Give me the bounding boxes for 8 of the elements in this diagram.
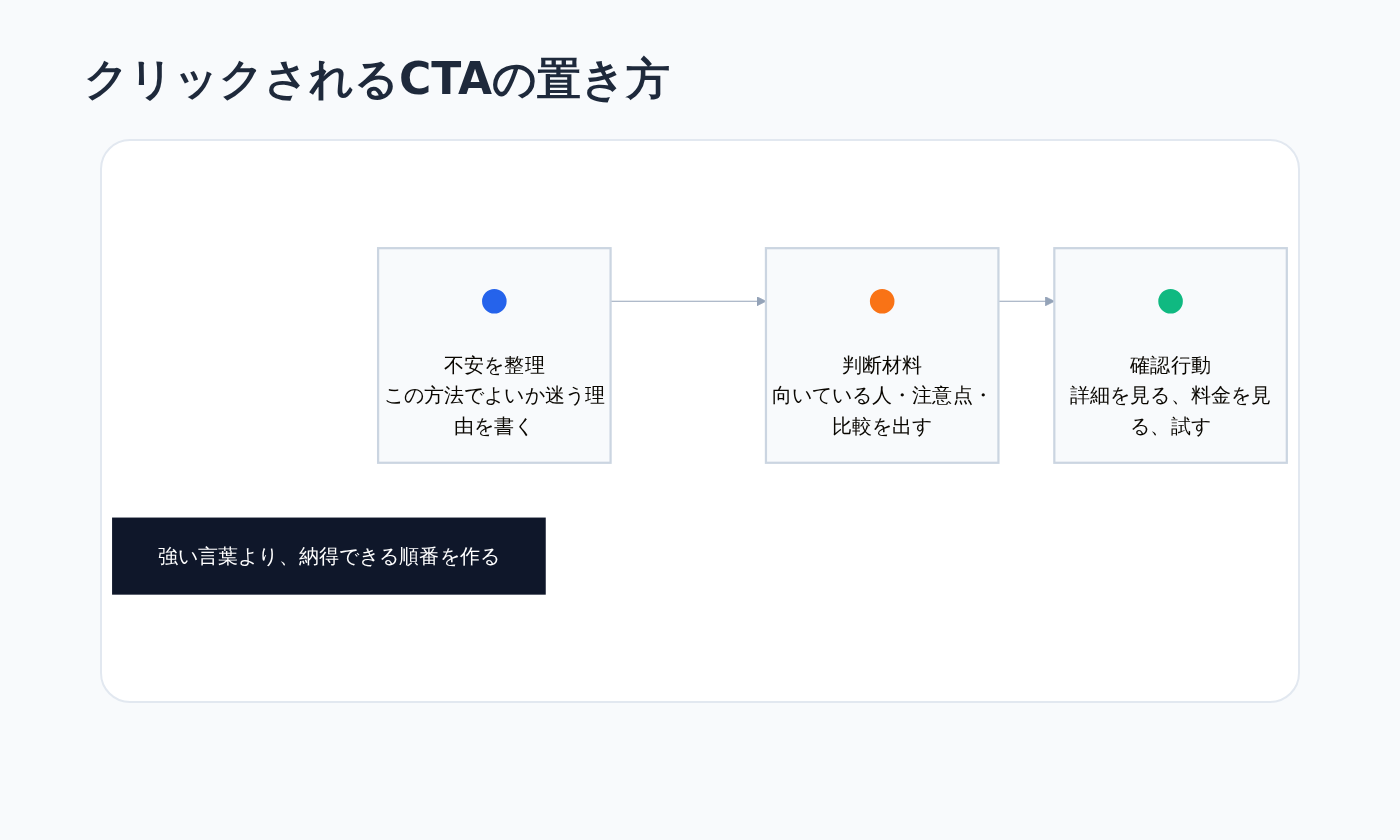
cluster: 確認行動 詳細を見る、料金を見る、試す bbox=[1053, 247, 1288, 465]
node-circle bbox=[482, 289, 507, 314]
node-circle bbox=[869, 289, 895, 314]
cluster: 判断材料 向いている人・注意点・比較を出す bbox=[764, 247, 1000, 465]
node-circle bbox=[1158, 289, 1183, 314]
node-box: 強い言葉より、納得できる順番を作る bbox=[112, 517, 546, 595]
title: クリックされるCTAの置き方 bbox=[84, 52, 671, 106]
cluster: 不安を整理 この方法でよいか迷う理由を書く bbox=[376, 247, 612, 465]
